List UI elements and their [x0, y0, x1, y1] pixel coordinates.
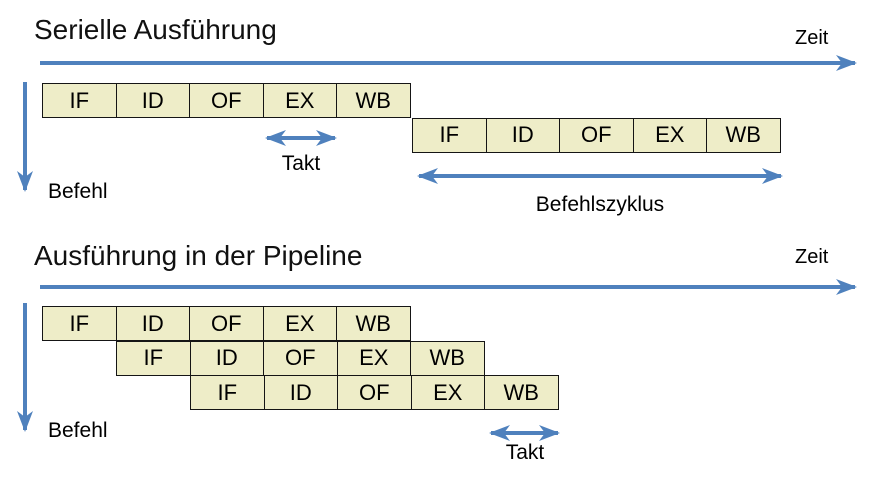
- stage-cell-wb: WB: [484, 376, 558, 409]
- stage-cell-id: ID: [115, 307, 190, 340]
- serial-instruction-row-2: IF ID OF EX WB: [412, 117, 781, 153]
- pipeline-befehl-label: Befehl: [48, 419, 108, 442]
- stage-cell-of: OF: [337, 376, 411, 409]
- serial-title: Serielle Ausführung: [34, 14, 277, 45]
- pipeline-title: Ausführung in der Pipeline: [34, 240, 363, 271]
- pipeline-takt-label: Takt: [505, 441, 545, 464]
- stage-cell-if: IF: [439, 122, 460, 147]
- stage-cell-if: IF: [69, 87, 90, 113]
- stage-cell-if: IF: [143, 345, 164, 370]
- stage-cell-ex: EX: [262, 307, 337, 340]
- stage-cell-id: ID: [189, 341, 264, 375]
- pipeline-instruction-row-3: IF ID OF EX WB: [190, 375, 559, 410]
- stage-cell-id: ID: [263, 376, 338, 409]
- stage-cell-of: OF: [189, 307, 263, 340]
- stage-cell-if: IF: [69, 310, 90, 336]
- pipeline-instruction-row-1: IF ID OF EX WB: [42, 306, 411, 341]
- stage-cell-ex: EX: [336, 341, 411, 375]
- serial-befehl-label: Befehl: [48, 180, 108, 203]
- serial-zeit-label: Zeit: [795, 27, 829, 49]
- stage-cell-wb: WB: [336, 84, 410, 117]
- serial-takt-label: Takt: [281, 152, 321, 175]
- stage-cell-wb: WB: [706, 118, 780, 152]
- serial-instruction-row-1: IF ID OF EX WB: [42, 83, 411, 118]
- stage-cell-ex: EX: [632, 118, 707, 152]
- stage-cell-ex: EX: [262, 84, 337, 117]
- pipeline-zeit-label: Zeit: [795, 246, 829, 268]
- stage-cell-of: OF: [263, 341, 337, 375]
- stage-cell-of: OF: [189, 84, 263, 117]
- stage-cell-wb: WB: [410, 341, 484, 375]
- stage-cell-of: OF: [559, 118, 633, 152]
- stage-cell-ex: EX: [410, 376, 485, 409]
- stage-cell-wb: WB: [336, 307, 410, 340]
- stage-cell-id: ID: [485, 118, 560, 152]
- stage-cell-id: ID: [115, 84, 190, 117]
- stage-cell-if: IF: [217, 379, 238, 405]
- serial-befehlszyklus-label: Befehlszyklus: [535, 193, 665, 216]
- pipeline-instruction-row-2: IF ID OF EX WB: [116, 340, 485, 376]
